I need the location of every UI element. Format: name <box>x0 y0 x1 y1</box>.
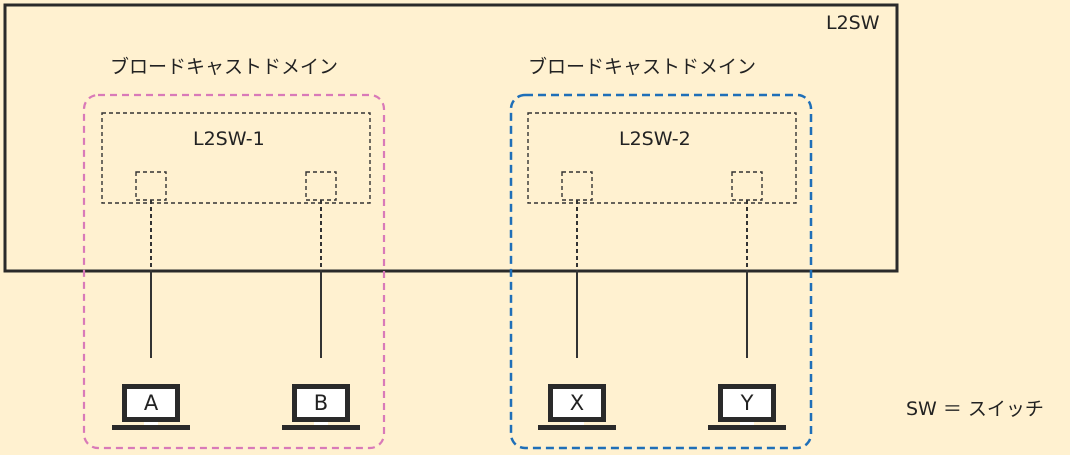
host-b-label: B <box>313 391 329 415</box>
laptop-y-icon <box>708 384 786 430</box>
host-a-label: A <box>143 391 159 415</box>
laptop-a-icon <box>112 384 190 430</box>
port-a <box>135 171 167 201</box>
l2-switch-box <box>3 3 899 273</box>
legend-text: SW ＝ スイッチ <box>906 398 1044 420</box>
host-x-label: X <box>569 391 585 415</box>
broadcast-domain-1-label: ブロードキャストドメイン <box>110 56 339 78</box>
virtual-switch-2-label: L2SW-2 <box>619 128 691 150</box>
virtual-switch-1-label: L2SW-1 <box>193 128 265 150</box>
port-b <box>305 171 337 201</box>
laptop-x-icon <box>538 384 616 430</box>
port-y <box>731 171 763 201</box>
l2-switch-label: L2SW <box>826 12 880 34</box>
laptop-b-icon <box>282 384 360 430</box>
host-y-label: Y <box>740 391 754 415</box>
port-x <box>561 171 593 201</box>
broadcast-domain-2-box <box>509 93 813 450</box>
broadcast-domain-1-box <box>82 93 386 450</box>
broadcast-domain-2-label: ブロードキャストドメイン <box>528 56 757 78</box>
virtual-switch-1-box <box>101 112 371 204</box>
virtual-switch-2-box <box>527 112 797 204</box>
